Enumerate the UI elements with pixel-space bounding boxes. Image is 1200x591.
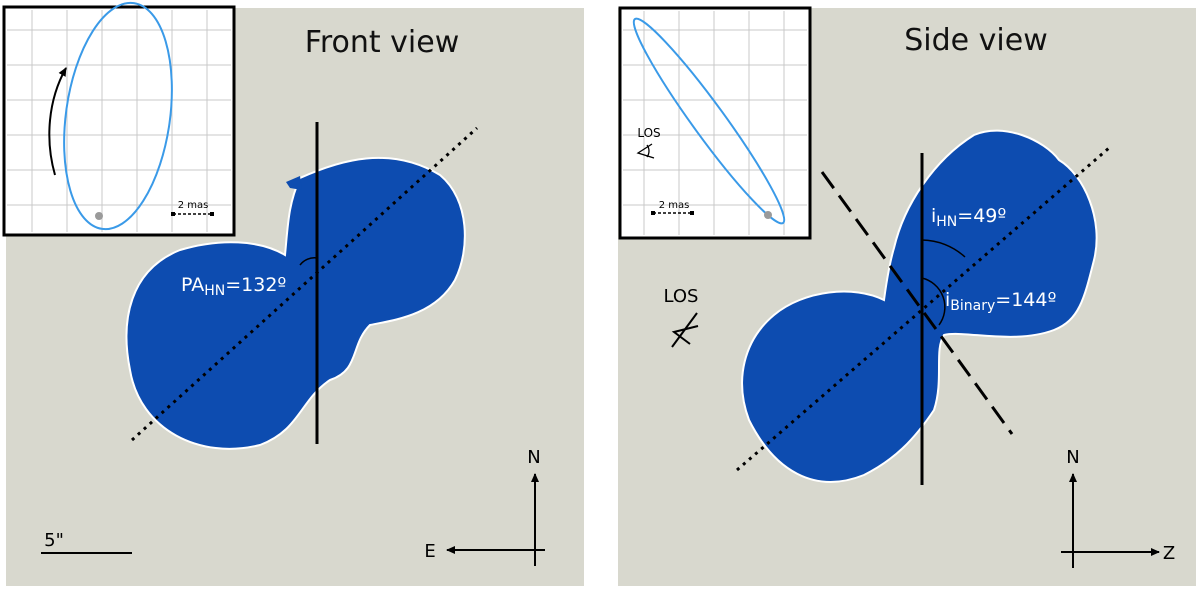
side-angle-arc-hn — [921, 239, 966, 258]
side-nebula-lobes — [741, 129, 1098, 483]
side-orbit-ellipse — [632, 17, 786, 225]
front-nebula-lobes — [125, 156, 466, 450]
front-orbit-ellipse — [63, 1, 173, 231]
front-compass-east: E — [424, 541, 435, 562]
front-nebula-bump — [286, 176, 302, 190]
side-view-panel: iHN=49º iBinary=144º Side view LOS LOS 2… — [614, 0, 1200, 591]
side-orbit-inset: LOS 2 mas — [618, 6, 812, 240]
eye-icon — [671, 312, 699, 348]
inset-eye-icon — [636, 143, 655, 159]
front-title: Front view — [305, 25, 460, 60]
front-inset-grid — [7, 10, 231, 232]
front-scale-label: 5" — [44, 530, 64, 551]
front-inset-scale-label: 2 mas — [178, 200, 209, 211]
side-compass-north: N — [1066, 447, 1079, 468]
side-los-label: LOS — [664, 286, 699, 307]
side-star-dot — [764, 211, 772, 219]
side-binary-axis — [820, 171, 1014, 435]
side-title: Side view — [904, 23, 1048, 58]
front-view-panel: PAHN=132º Front view 2 mas 5" N E — [0, 0, 586, 591]
front-compass: N E — [424, 447, 545, 566]
front-view-canvas: PAHN=132º Front view 2 mas 5" N E — [2, 1, 584, 586]
front-angle-arc — [299, 257, 318, 266]
front-star-dot — [95, 212, 103, 220]
side-view-canvas: iHN=49º iBinary=144º Side view LOS LOS 2… — [618, 6, 1196, 586]
side-angle-binary-label: iBinary=144º — [945, 289, 1056, 314]
side-angle-hn-label: iHN=49º — [931, 205, 1006, 230]
side-inset-los-label: LOS — [637, 126, 660, 140]
side-angle-arc-binary — [921, 277, 946, 326]
front-symmetry-axis — [130, 126, 479, 442]
side-symmetry-axis — [736, 146, 1110, 472]
front-orbit-inset: 2 mas — [2, 1, 236, 237]
side-compass-z: Z — [1163, 543, 1175, 564]
front-orbit-direction-arrow — [48, 67, 67, 176]
side-compass: N Z — [1061, 447, 1175, 568]
front-angle-label: PAHN=132º — [181, 274, 286, 299]
front-compass-north: N — [527, 447, 540, 468]
side-inset-scale-label: 2 mas — [659, 200, 690, 211]
